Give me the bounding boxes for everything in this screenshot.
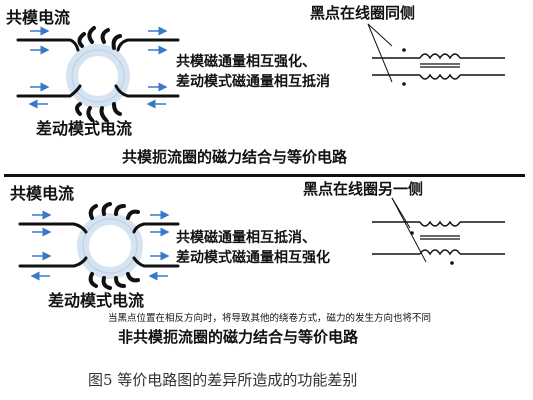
top-polarity-dot-1 <box>402 48 406 52</box>
top-common-mode-current-label: 共模电流 <box>6 8 71 27</box>
bottom-differential-current-label: 差动模式电流 <box>48 291 145 310</box>
top-wires <box>16 38 180 98</box>
top-caption: 共模扼流圈的磁力结合与等价电路 <box>122 148 348 166</box>
top-differential-current-label: 差动模式电流 <box>36 119 133 138</box>
top-windings <box>75 26 122 122</box>
top-effect-line2: 差动模式磁通量相互抵消 <box>176 74 330 90</box>
bottom-windings <box>88 202 140 290</box>
figure-caption: 图5 等价电路图的差异所造成的功能差别 <box>88 371 358 389</box>
top-current-arrows <box>28 26 168 109</box>
bottom-current-arrows <box>30 210 170 281</box>
top-toroid <box>66 44 130 108</box>
top-polarity-dot-2 <box>402 82 406 86</box>
bottom-equivalent-circuit <box>372 197 505 263</box>
bottom-common-mode-current-label: 共模电流 <box>10 184 75 203</box>
top-equivalent-circuit <box>367 23 505 83</box>
bottom-caption: 非共模扼流圈的磁力结合与等价电路 <box>118 328 359 346</box>
panel-divider <box>4 174 525 177</box>
bottom-dot-other-side-label: 黑点在线圈另一侧 <box>303 180 424 198</box>
bottom-polarity-dot-2 <box>450 261 454 265</box>
bottom-toroid <box>77 213 143 279</box>
bottom-wires <box>18 222 180 268</box>
bottom-polarity-dot-1 <box>410 231 414 235</box>
top-effect-line1: 共模磁通量相互强化、 <box>176 54 316 70</box>
top-dot-same-side-label: 黑点在线圈同侧 <box>310 4 416 22</box>
bottom-effect-line2: 差动模式磁通量相互强化 <box>176 250 330 266</box>
bottom-note: 当黑点位置在相反方向时，将导致其他的绕卷方式，磁力的发生方向也将不同 <box>108 313 432 324</box>
bottom-effect-line1: 共模磁通量相互抵消、 <box>176 230 316 246</box>
